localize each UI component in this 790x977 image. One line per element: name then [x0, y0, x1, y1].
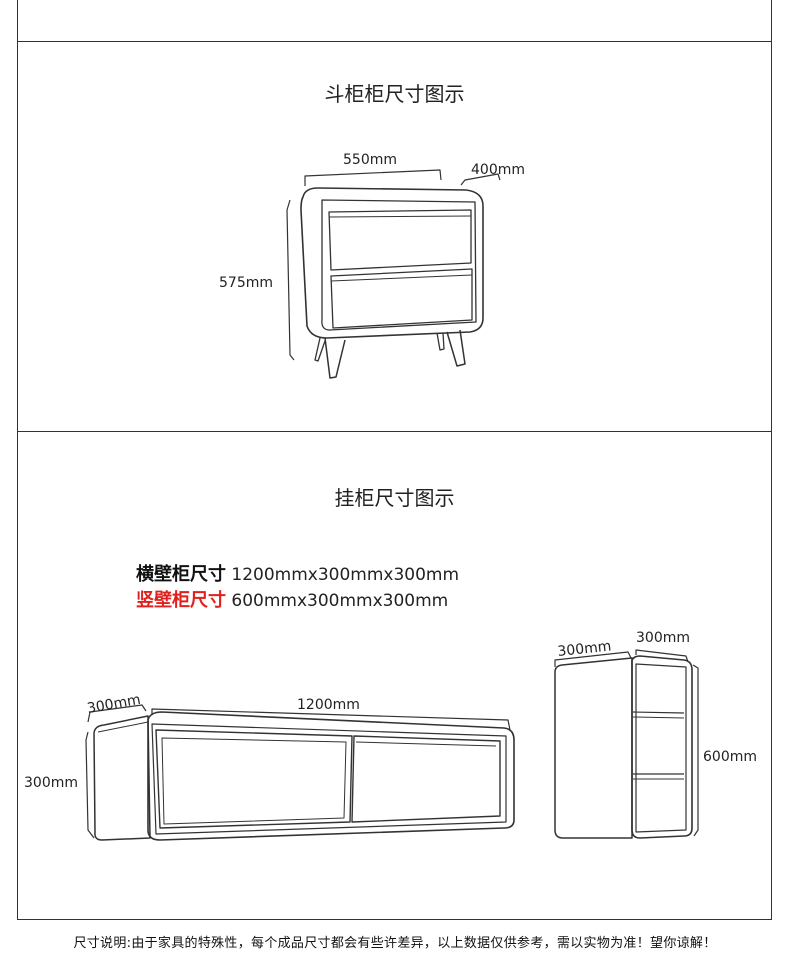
chest-width-label: 550mm — [343, 152, 397, 168]
vertical-spec-label: 竖壁柜尺寸 — [136, 590, 226, 611]
size-disclaimer: 尺寸说明:由于家具的特殊性，每个成品尺寸都会有些许差异，以上数据仅供参考，需以实… — [73, 936, 717, 951]
vertical-cabinet-drawing — [554, 649, 699, 839]
v-cabinet-width-label: 300mm — [557, 638, 612, 660]
top-panel — [17, 0, 772, 42]
chest-height-label: 575mm — [219, 275, 273, 291]
chest-depth-label: 400mm — [471, 162, 525, 178]
drawer-chest-drawing — [286, 169, 501, 379]
horizontal-cabinet-spec: 横壁柜尺寸 1200mmx300mmx300mm — [136, 560, 459, 586]
h-cabinet-width-label: 1200mm — [297, 697, 360, 713]
vertical-spec-value: 600mmx300mmx300mm — [231, 591, 449, 611]
v-cabinet-depth-label: 300mm — [636, 630, 690, 646]
drawer-chest-title: 斗柜柜尺寸图示 — [324, 82, 465, 106]
h-cabinet-height-label: 300mm — [24, 775, 78, 791]
horizontal-spec-value: 1200mmx300mmx300mm — [231, 565, 460, 585]
vertical-cabinet-spec: 竖壁柜尺寸 600mmx300mmx300mm — [136, 586, 448, 612]
horizontal-spec-label: 横壁柜尺寸 — [136, 564, 226, 585]
horizontal-cabinet-drawing — [85, 704, 515, 841]
wall-cabinet-panel: 挂柜尺寸图示 — [17, 431, 772, 920]
v-cabinet-height-label: 600mm — [703, 749, 757, 765]
wall-cabinet-title: 挂柜尺寸图示 — [334, 486, 455, 510]
drawer-chest-panel: 斗柜柜尺寸图示 — [17, 41, 772, 432]
